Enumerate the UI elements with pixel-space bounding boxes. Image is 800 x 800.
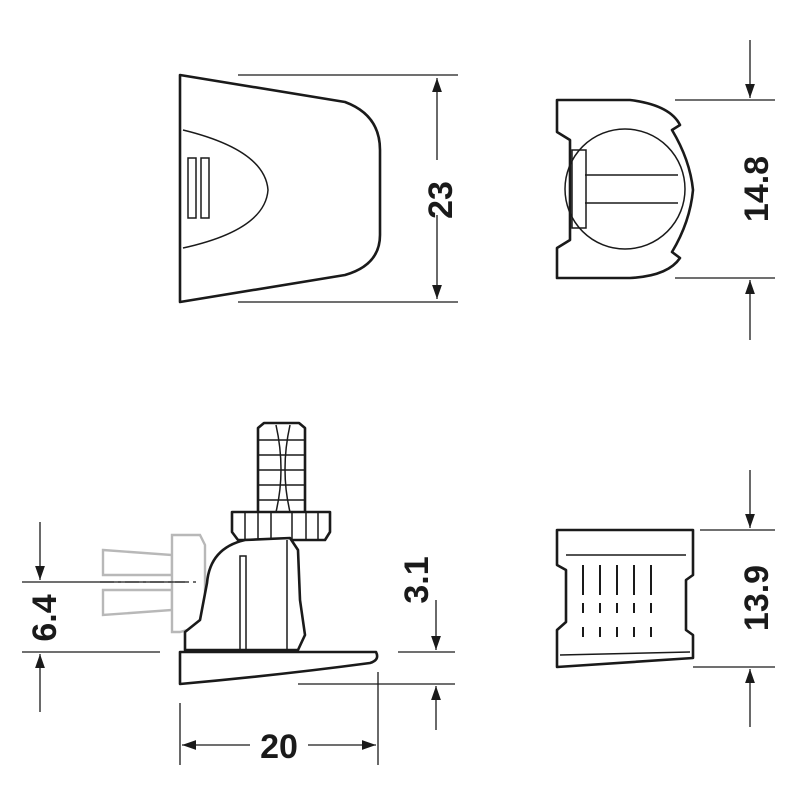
dimension-23: 23 [422,181,460,219]
top-view: 23 [178,73,460,304]
side-view: 6.4 3.1 20 [22,421,455,766]
dimension-13-9: 13.9 [738,565,776,631]
front-view: 13.9 [555,470,776,727]
dimension-20: 20 [260,728,298,766]
dimension-14-8: 14.8 [738,156,776,222]
dimension-6-4: 6.4 [26,594,64,641]
end-view: 14.8 [555,40,776,340]
ghost-screw [100,533,207,634]
front-slots [582,565,652,637]
dimension-3-1: 3.1 [398,556,436,603]
